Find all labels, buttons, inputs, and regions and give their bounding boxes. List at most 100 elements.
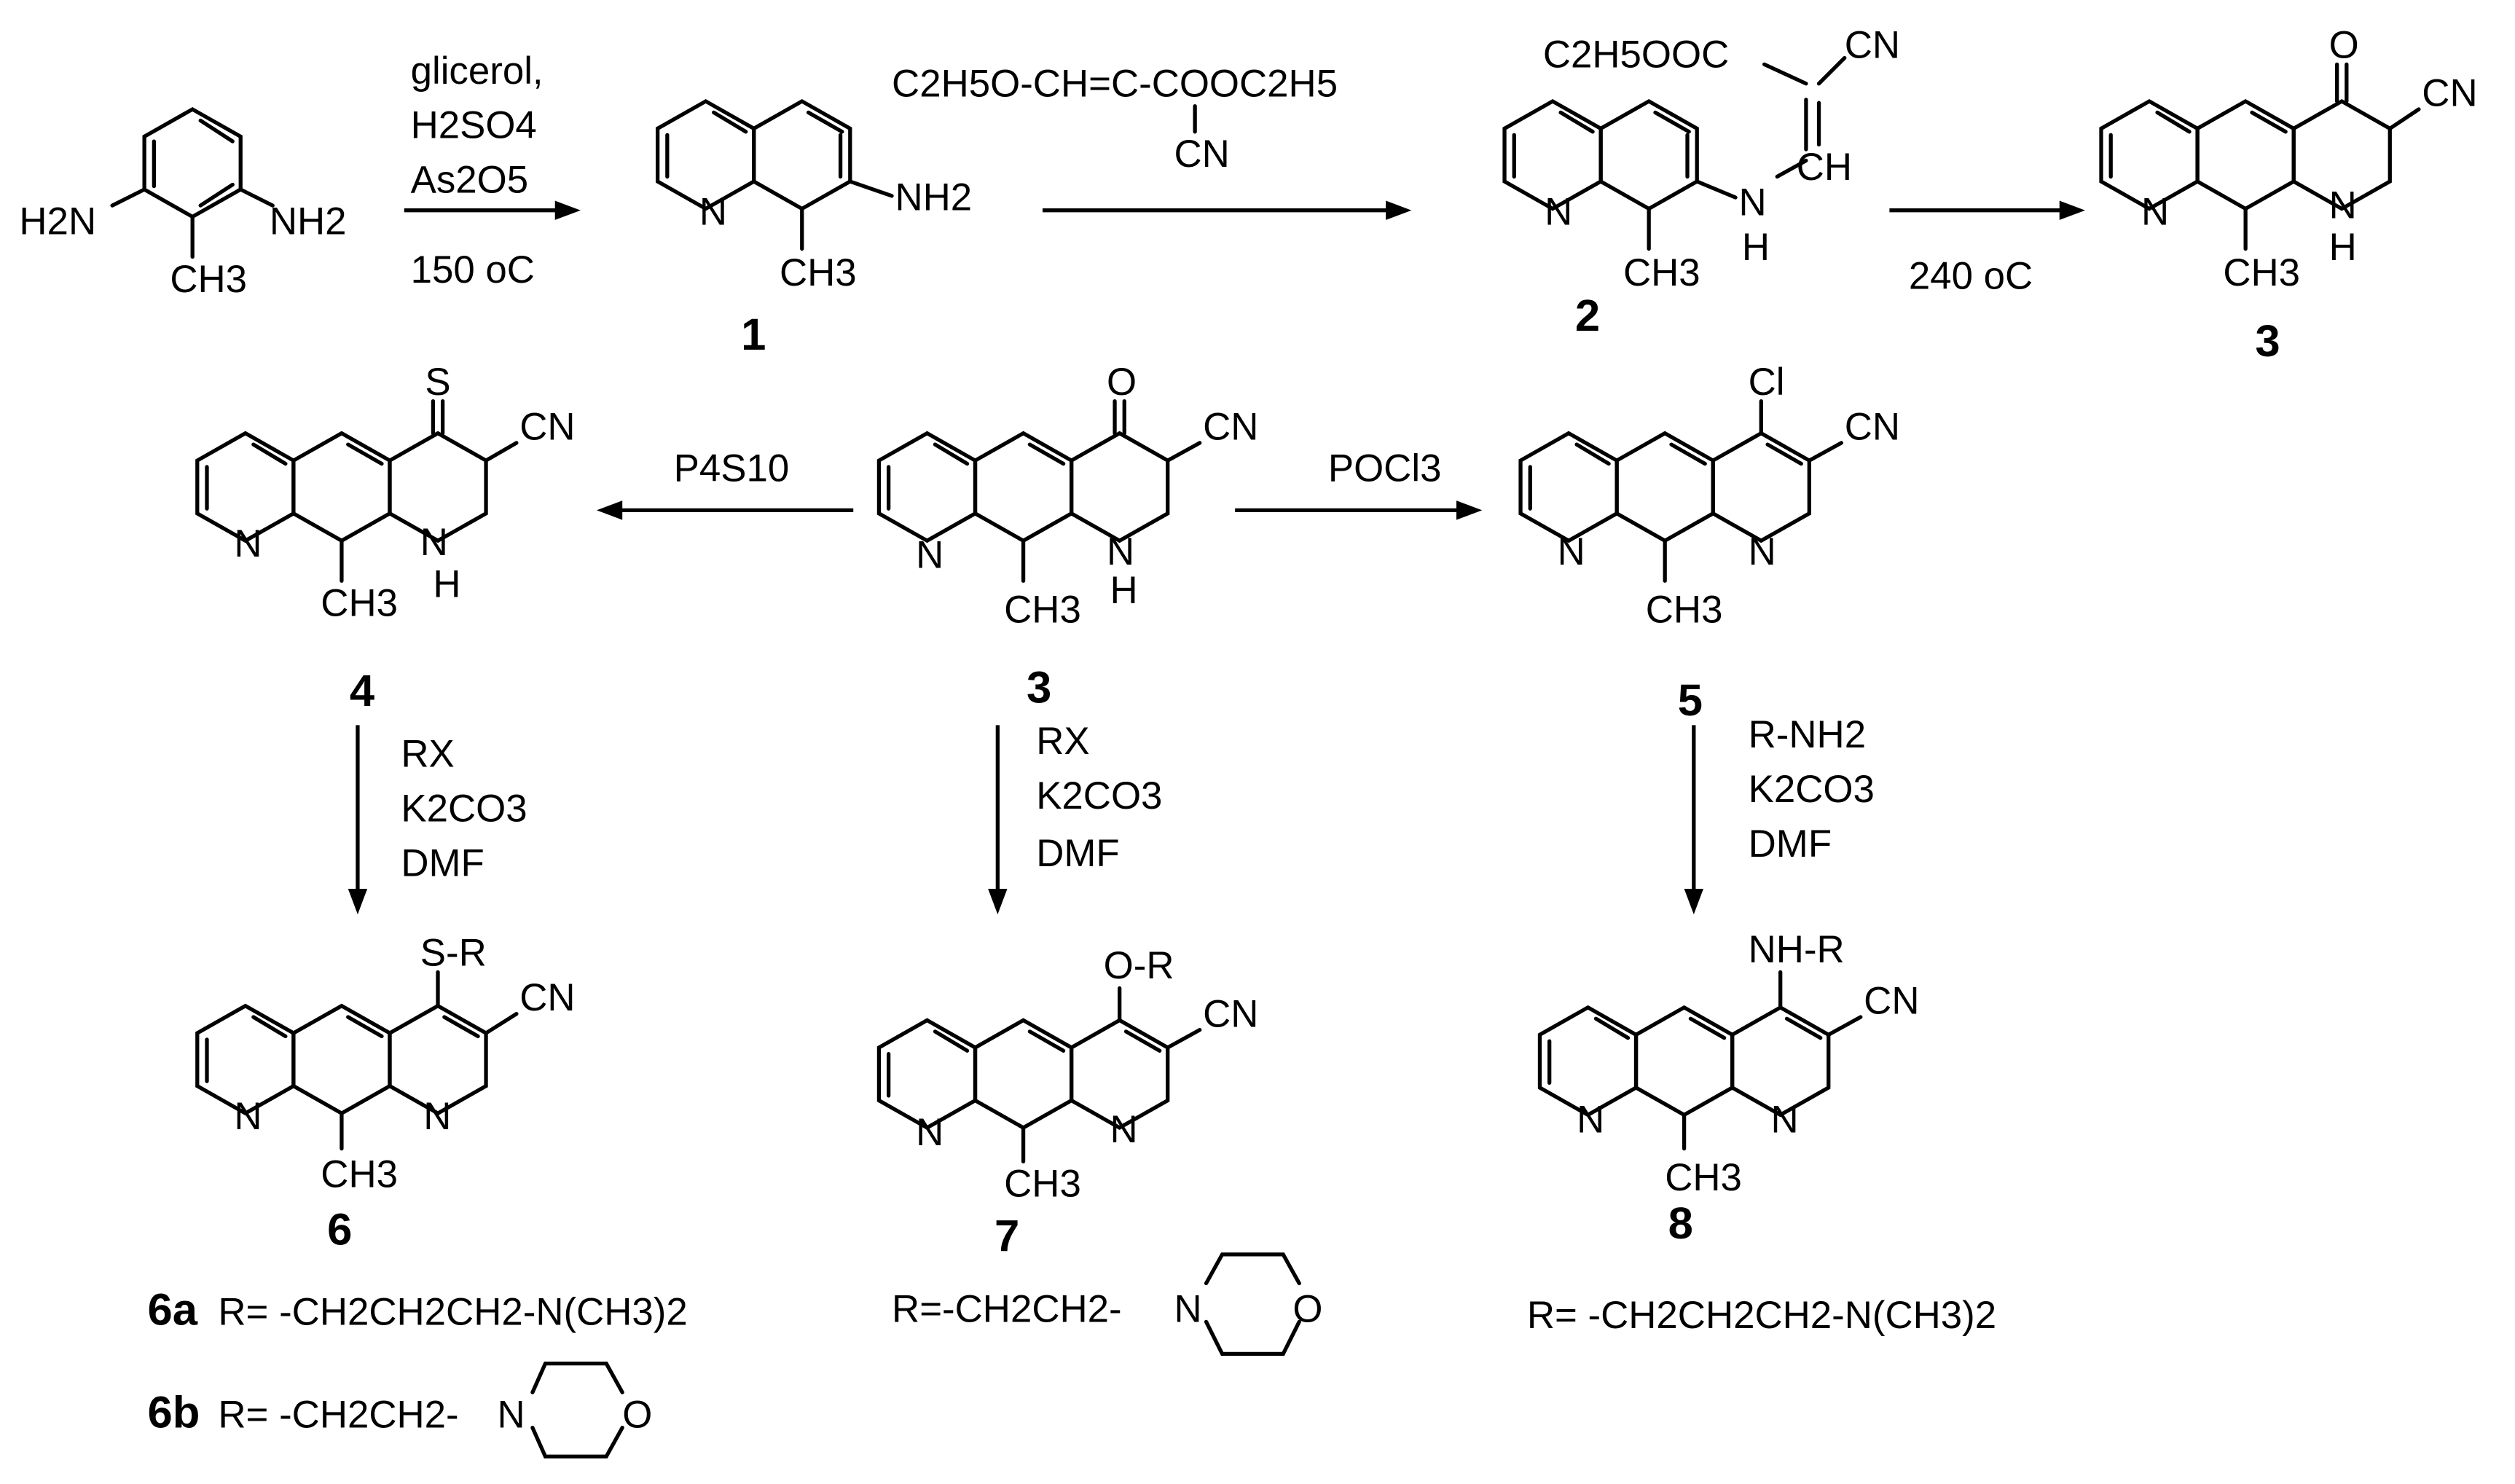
- r6b-tag: 6b: [148, 1388, 200, 1438]
- compound-7-sub: O-R: [1104, 944, 1174, 987]
- compound-3-middle-number: 3: [1027, 663, 1051, 713]
- r6b-morpholine-o: O: [622, 1394, 652, 1437]
- compound-4-nh-n: N: [420, 521, 448, 564]
- compound-3-top-number: 3: [2255, 316, 2280, 366]
- compound-6-methyl: CH3: [321, 1153, 398, 1196]
- to8-reagent-1: R-NH2: [1749, 713, 1866, 756]
- compound-1: N NH2 CH3 1: [655, 98, 972, 360]
- step1-reagent-3: As2O5: [411, 158, 529, 201]
- compound-8-cn: CN: [1864, 980, 1919, 1023]
- r7-morpholine-n: N: [1174, 1287, 1202, 1330]
- to7-reagent-3: DMF: [1036, 832, 1119, 875]
- compound-5-n2: N: [1749, 530, 1776, 573]
- arrow-to-5-head: [1456, 500, 1483, 520]
- to6-reagent-3: DMF: [401, 841, 484, 884]
- compound-1-number: 1: [741, 310, 766, 360]
- r6a-tag: 6a: [148, 1285, 198, 1335]
- compound-2-nh-n: N: [1738, 181, 1766, 224]
- compound-1-n: N: [699, 191, 727, 234]
- compound-6: N S-R CN N CH3 6: [195, 932, 576, 1255]
- compound-7-cn: CN: [1203, 992, 1258, 1035]
- compound-1-amine: NH2: [895, 176, 972, 219]
- compound-3-middle-n: N: [916, 534, 943, 577]
- compound-3-top-nh-n: N: [2329, 184, 2357, 227]
- r-group-6a: 6a R= -CH2CH2CH2-N(CH3)2: [148, 1285, 688, 1335]
- compound-7-number: 7: [994, 1211, 1019, 1261]
- arrow-to-8-head: [1684, 888, 1704, 915]
- compound-5-cn: CN: [1845, 406, 1900, 449]
- compound-2-cn: CN: [1845, 24, 1900, 67]
- compound-5-methyl: CH3: [1646, 588, 1723, 631]
- compound-4: N S CN N H CH3 4: [195, 361, 576, 716]
- arrow-step3-head: [2059, 200, 2085, 220]
- compound-3-middle-nh-n: N: [1107, 530, 1134, 573]
- compound-6-number: 6: [327, 1205, 352, 1255]
- compound-3-middle: N O CN N H CH3 3: [876, 361, 1258, 713]
- compound-3-top-o: O: [2329, 24, 2359, 67]
- r7-morpholine-o: O: [1292, 1287, 1322, 1330]
- compound-2-methyl: CH3: [1623, 251, 1700, 294]
- compound-1-methyl: CH3: [780, 251, 857, 294]
- to5-reagent-1: POCl3: [1328, 447, 1442, 490]
- compound-3-top-cn: CN: [2422, 72, 2477, 115]
- arrow-step2-head: [1386, 200, 1412, 220]
- compound-6-n2: N: [423, 1095, 451, 1138]
- compound-6-n: N: [234, 1095, 262, 1138]
- compound-3-top-methyl: CH3: [2223, 251, 2300, 294]
- compound-3-top-nh-h: H: [2329, 226, 2357, 269]
- compound-4-methyl: CH3: [321, 582, 398, 625]
- r-group-8: R= -CH2CH2CH2-N(CH3)2: [1527, 1294, 1996, 1337]
- reactant-structure: H2N NH2 CH3: [19, 106, 347, 301]
- compound-2-nh-h: H: [1742, 226, 1770, 269]
- compound-4-number: 4: [350, 666, 374, 716]
- step3-reagent-1: 240 oC: [1909, 255, 2033, 298]
- compound-6-cn: CN: [519, 976, 575, 1019]
- r6a-definition: R= -CH2CH2CH2-N(CH3)2: [218, 1291, 687, 1334]
- step1-reagent-2: H2SO4: [411, 104, 537, 147]
- compound-3-middle-o: O: [1107, 361, 1137, 404]
- compound-5-n: N: [1558, 530, 1585, 573]
- r8-definition: R= -CH2CH2CH2-N(CH3)2: [1527, 1294, 1996, 1337]
- compound-2-ester: C2H5OOC: [1543, 34, 1729, 76]
- arrow-to-4-head: [596, 500, 623, 520]
- to7-reagent-2: K2CO3: [1036, 774, 1162, 817]
- compound-7: N O-R CN N CH3 7: [876, 944, 1258, 1261]
- compound-7-methyl: CH3: [1004, 1163, 1081, 1206]
- arrow-to-6-head: [348, 888, 368, 915]
- reactant-methyl: CH3: [170, 258, 247, 301]
- compound-8-n: N: [1577, 1099, 1604, 1142]
- compound-3-top-n: N: [2141, 191, 2169, 234]
- arrow-to-7-head: [988, 888, 1008, 915]
- compound-8-methyl: CH3: [1665, 1156, 1742, 1199]
- step1-reagents: glicerol, H2SO4 As2O5 150 oC: [411, 50, 544, 291]
- compound-4-n: N: [234, 522, 262, 565]
- compound-8-sub: NH-R: [1749, 928, 1845, 971]
- compound-5: N Cl CN N CH3 5: [1518, 361, 1900, 726]
- to8-reagent-2: K2CO3: [1749, 768, 1875, 811]
- reactant-amine-left: H2N: [19, 200, 96, 243]
- r-group-7: R=-CH2CH2- N O: [892, 1252, 1323, 1357]
- compound-3-middle-nh-h: H: [1110, 569, 1137, 612]
- r6b-morpholine-n: N: [497, 1394, 525, 1437]
- step2-reagent-2: CN: [1174, 133, 1230, 176]
- step1-reagent-1: glicerol,: [411, 50, 544, 93]
- compound-8-n2: N: [1770, 1099, 1798, 1142]
- compound-4-cn: CN: [519, 406, 575, 449]
- step2-reagent-1: C2H5O-CH=C-COOC2H5: [892, 62, 1338, 105]
- compound-6-sub: S-R: [420, 932, 487, 975]
- compound-8: N NH-R CN N CH3 8: [1537, 928, 1919, 1249]
- compound-3-middle-methyl: CH3: [1004, 588, 1081, 631]
- compound-4-s: S: [425, 361, 450, 404]
- to7-reagent-1: RX: [1036, 720, 1089, 763]
- reactant-amine-right: NH2: [270, 200, 347, 243]
- r6b-definition: R= -CH2CH2-: [218, 1394, 458, 1437]
- compound-5-number: 5: [1678, 675, 1703, 726]
- to8-reagent-3: DMF: [1749, 823, 1832, 865]
- arrow-step1-head: [554, 200, 581, 220]
- compound-5-cl: Cl: [1749, 361, 1785, 404]
- compound-4-nh-h: H: [433, 562, 460, 605]
- compound-2: N C2H5OOC CN N H CH CH3 2: [1502, 24, 1900, 341]
- r-group-6b: 6b R= -CH2CH2- N O: [148, 1361, 652, 1459]
- step1-reagent-4: 150 oC: [411, 248, 535, 291]
